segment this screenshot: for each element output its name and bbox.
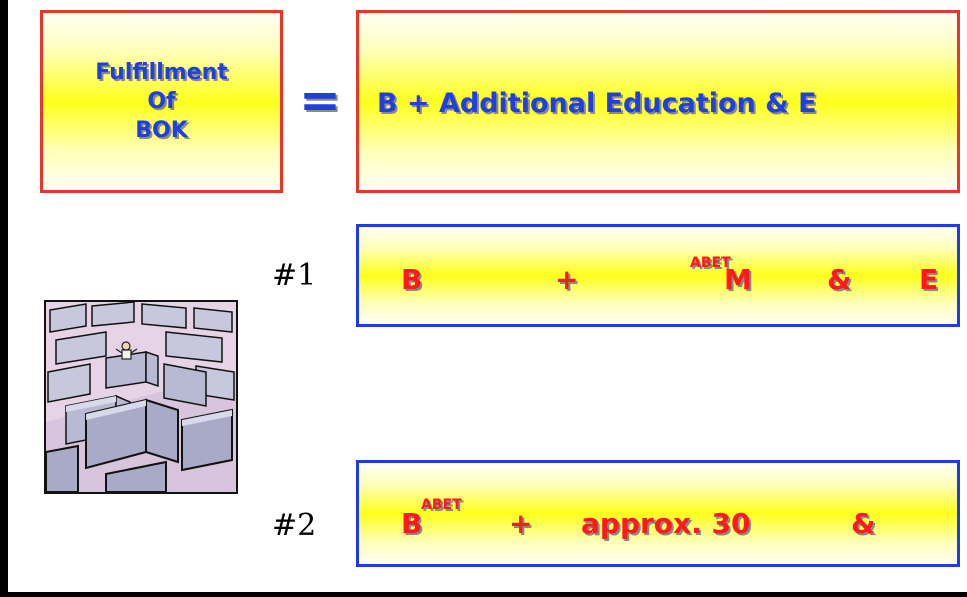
frame-left-border	[0, 0, 8, 597]
option-2-term-ampersand: &	[851, 507, 876, 540]
option-2-label: #2	[272, 508, 317, 543]
option-1-term-m: M	[724, 263, 752, 296]
equals-sign: =	[299, 71, 341, 129]
option-1-term-plus: +	[555, 263, 579, 296]
formula-box: B + Additional Education & E	[356, 10, 960, 193]
option-1-term-ampersand: &	[827, 263, 852, 296]
option-1-superscript: ABET	[690, 255, 731, 271]
frame-bottom-border	[0, 592, 967, 597]
option-1-term-e: E	[919, 263, 939, 296]
option-2-term-plus: +	[509, 507, 533, 540]
option-2-term-approx: approx. 30	[581, 507, 751, 540]
option-2-term-b: B	[401, 507, 423, 540]
bok-label: Fulfillment Of BOK	[95, 60, 228, 143]
option-1-label: #1	[272, 258, 317, 293]
maze-icon	[46, 302, 236, 492]
option-2-superscript: ABET	[421, 497, 462, 513]
option-2-box: B ABET + approx. 30 &	[356, 460, 960, 567]
formula-text: B + Additional Education & E	[377, 88, 817, 119]
option-1-box: B + ABET M & E	[356, 224, 960, 327]
option-1-term-b: B	[401, 263, 423, 296]
bok-box: Fulfillment Of BOK	[40, 10, 283, 193]
maze-image	[44, 300, 238, 494]
